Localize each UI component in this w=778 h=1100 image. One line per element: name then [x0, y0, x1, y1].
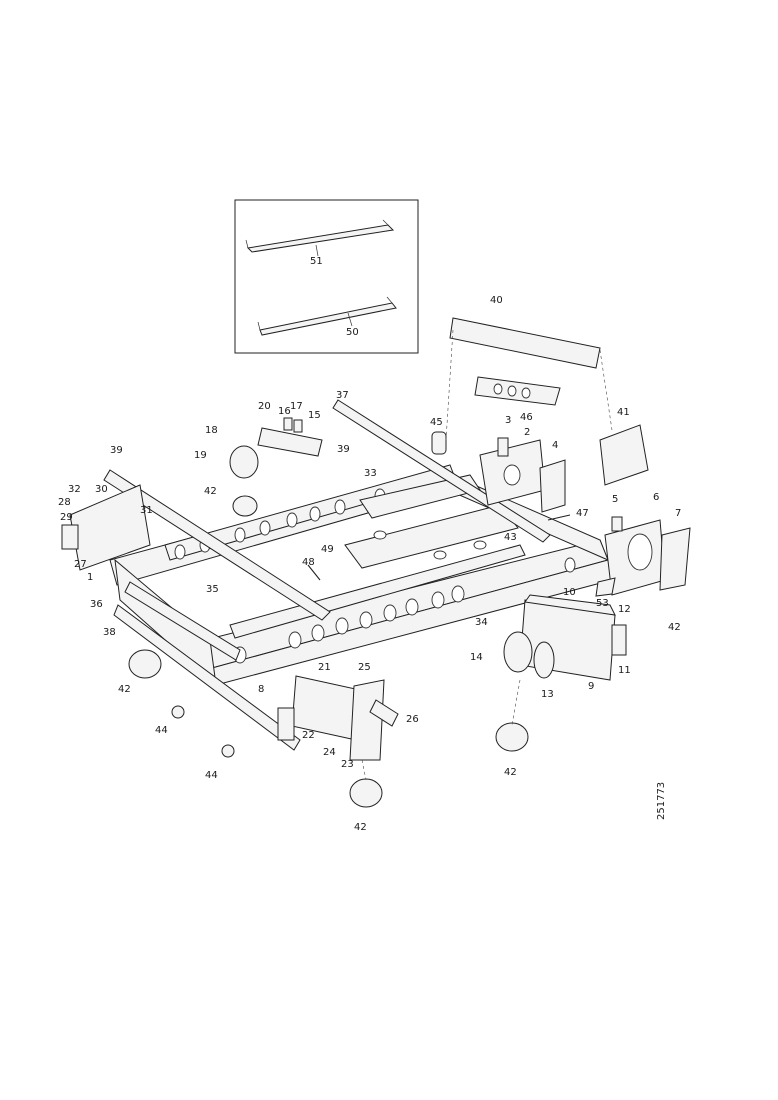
- callout-1: 1: [87, 572, 93, 583]
- callout-42-e: 42: [668, 622, 681, 633]
- callout-49: 49: [321, 544, 334, 555]
- callout-29: 29: [60, 512, 73, 523]
- callout-20: 20: [258, 401, 271, 412]
- callout-42-d: 42: [354, 822, 367, 833]
- chassis-frame: [61, 317, 691, 808]
- callout-22: 22: [302, 730, 315, 741]
- callout-13: 13: [541, 689, 554, 700]
- callout-37: 37: [336, 390, 349, 401]
- callout-2: 2: [524, 427, 530, 438]
- callout-48: 48: [302, 557, 315, 568]
- callout-7: 7: [675, 508, 681, 519]
- callout-33: 33: [364, 468, 377, 479]
- callout-39-left: 39: [110, 445, 123, 456]
- callout-26: 26: [406, 714, 419, 725]
- callout-24: 24: [323, 747, 336, 758]
- callout-27: 27: [74, 559, 87, 570]
- callout-4: 4: [552, 440, 558, 451]
- drawing-number: 251773: [656, 782, 667, 820]
- callout-18: 18: [205, 425, 218, 436]
- callout-15: 15: [308, 410, 321, 421]
- callout-12: 12: [618, 604, 631, 615]
- callout-32: 32: [68, 484, 81, 495]
- callout-44-a: 44: [155, 725, 168, 736]
- callout-47: 47: [576, 508, 589, 519]
- callout-10: 10: [563, 587, 576, 598]
- callout-31: 31: [140, 505, 153, 516]
- rail-holes: [174, 488, 576, 664]
- callout-34: 34: [475, 617, 488, 628]
- callout-25: 25: [358, 662, 371, 673]
- callout-9: 9: [588, 681, 594, 692]
- callout-6: 6: [653, 492, 659, 503]
- callout-46: 46: [520, 412, 533, 423]
- callout-19: 19: [194, 450, 207, 461]
- callout-11: 11: [618, 665, 631, 676]
- callout-21: 21: [318, 662, 331, 673]
- callout-42-a: 42: [204, 486, 217, 497]
- callout-36: 36: [90, 599, 103, 610]
- callout-5: 5: [612, 494, 618, 505]
- callout-39-top: 39: [337, 444, 350, 455]
- callout-23: 23: [341, 759, 354, 770]
- callout-35: 35: [206, 584, 219, 595]
- callout-45: 45: [430, 417, 443, 428]
- callout-38: 38: [103, 627, 116, 638]
- inset-label-51: 51: [310, 256, 323, 267]
- callout-28: 28: [58, 497, 71, 508]
- inset-box: 51 50: [234, 199, 419, 354]
- callout-43: 43: [504, 532, 517, 543]
- callout-3: 3: [505, 415, 511, 426]
- callout-40: 40: [490, 295, 503, 306]
- repeated-callouts: 42 42 42 42 44 39: [110, 445, 681, 833]
- callout-30: 30: [95, 484, 108, 495]
- callout-16: 16: [278, 406, 291, 417]
- callout-44-b: 44: [205, 770, 218, 781]
- callout-42-b: 42: [118, 684, 131, 695]
- callout-labels: 40 41 46 45 37 20 16 17 15 18 19 39 33 3…: [58, 295, 681, 770]
- callout-17: 17: [290, 401, 303, 412]
- callout-41: 41: [617, 407, 630, 418]
- callout-8: 8: [258, 684, 264, 695]
- inset-label-50: 50: [346, 327, 359, 338]
- callout-42-c: 42: [504, 767, 517, 778]
- callout-14: 14: [470, 652, 483, 663]
- callout-53: 53: [596, 598, 609, 609]
